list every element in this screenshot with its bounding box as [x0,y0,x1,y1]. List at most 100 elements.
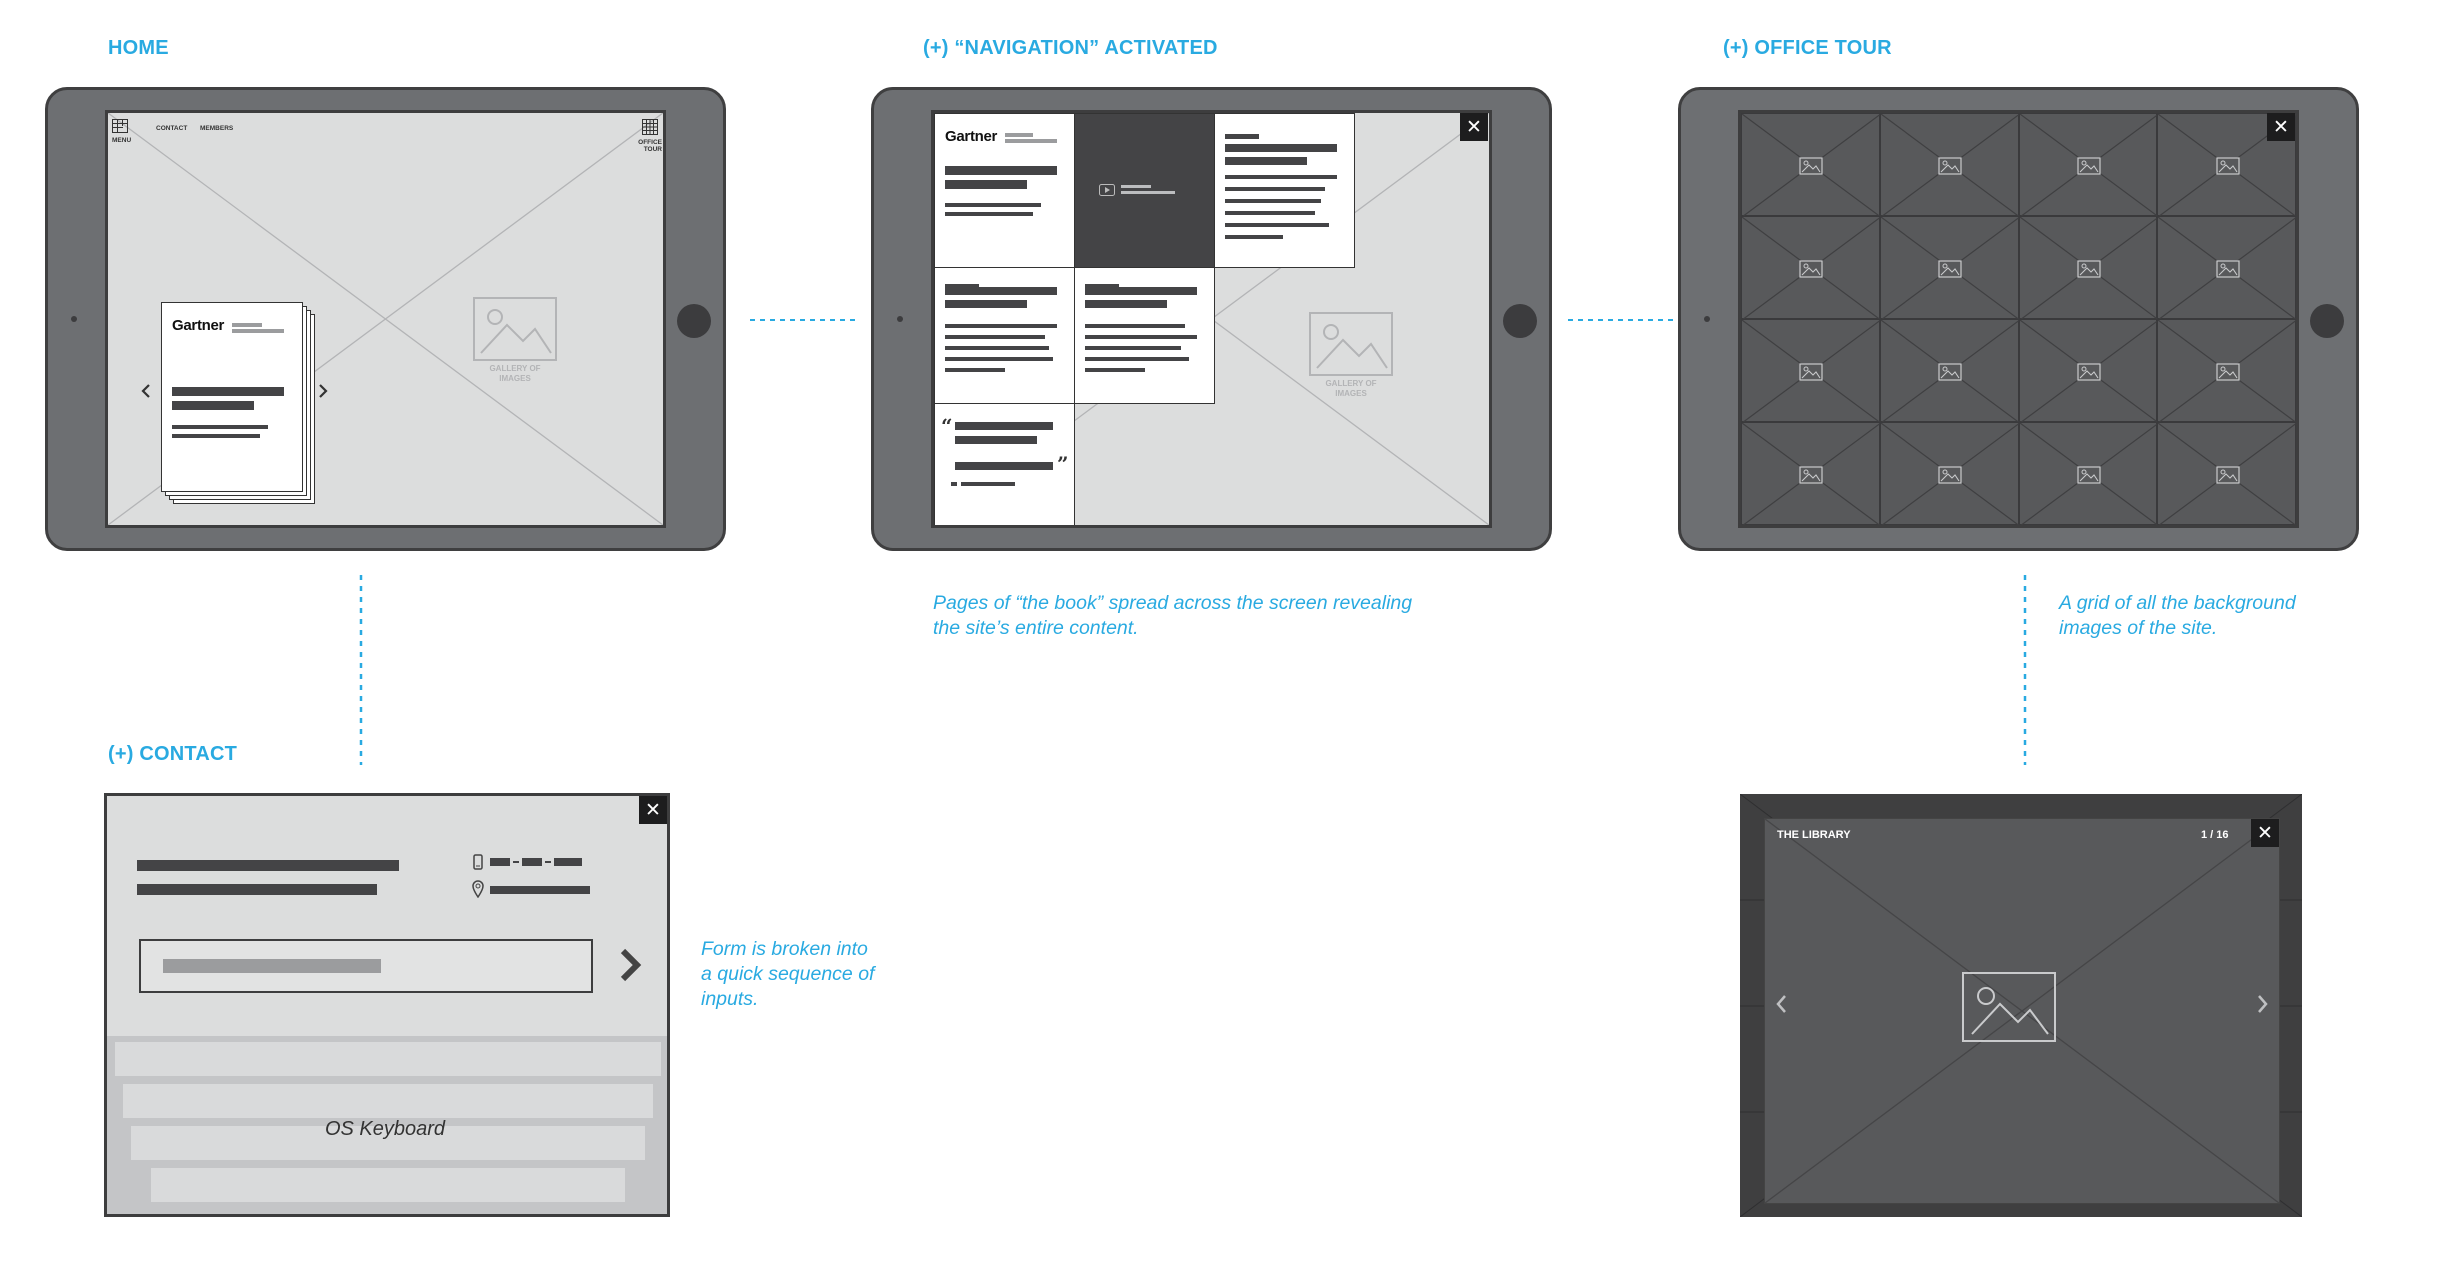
office-tour-grid: ✕ [1738,110,2299,528]
image-icon [2077,259,2101,278]
submit-chevron-icon[interactable] [619,948,643,982]
quote-open: “ [941,414,953,438]
tour-tile[interactable] [2018,319,2159,423]
tour-tile[interactable] [2157,216,2296,320]
camera-dot [71,316,77,322]
home-button[interactable] [677,304,711,338]
image-placeholder-icon [1962,972,2056,1042]
tour-tile[interactable] [2018,422,2159,525]
grid-icon[interactable] [642,119,658,135]
keyboard-row[interactable] [131,1126,645,1160]
caption-navigation-2: the site’s entire content. [933,617,1139,639]
tour-tile[interactable] [2157,113,2296,217]
nav-page-home[interactable]: Gartner [934,113,1075,268]
nav-page-services[interactable] [934,267,1075,404]
caption-navigation-1: Pages of “the book” spread across the sc… [933,592,1413,614]
text-bar [945,357,1053,361]
chevron-left-icon[interactable] [1775,995,1787,1013]
text-bar [1121,191,1175,194]
tour-tile[interactable] [2018,113,2159,217]
keyboard-row[interactable] [115,1042,661,1076]
home-button[interactable] [2310,304,2344,338]
text-bar [172,425,268,429]
chevron-left-icon[interactable] [141,384,151,398]
tour-tile[interactable] [2018,216,2159,320]
lightbox-screen: THE LIBRARY 1 / 16 ✕ [1740,794,2302,1217]
close-icon[interactable]: ✕ [1460,113,1488,141]
tour-tile[interactable] [1879,113,2020,217]
close-icon[interactable]: ✕ [2267,113,2295,141]
book-page[interactable]: Gartner [161,302,303,492]
close-icon[interactable]: ✕ [2251,819,2279,847]
nav-page-members[interactable] [1074,267,1215,404]
camera-dot [897,316,903,322]
text-bar [945,300,1027,308]
text-bar [1225,157,1307,165]
lightbox-counter: 1 / 16 [2201,829,2229,841]
placeholder-cross [1765,819,2279,1203]
caption-contact-1: Form is broken into [701,938,868,960]
text-bar [1225,199,1321,203]
tour-tile[interactable] [1879,216,2020,320]
book-logo: Gartner [172,317,225,334]
image-icon [1799,156,1823,175]
tour-tile[interactable] [1741,319,1881,423]
text-bar [945,287,1057,295]
gallery-label-2: IMAGES [1335,389,1367,398]
tour-tile[interactable] [1741,216,1881,320]
tour-tile[interactable] [2157,319,2296,423]
text-bar [945,212,1033,216]
tour-tile[interactable] [1879,422,2020,525]
chevron-right-icon[interactable] [318,384,328,398]
nav-members-link[interactable]: MEMBERS [200,125,234,132]
text-bar [1085,300,1167,308]
keyboard-row[interactable] [123,1084,653,1118]
chevron-right-icon[interactable] [2257,995,2269,1013]
image-icon [1799,465,1823,484]
connector-tour-lightbox [2023,575,2027,765]
text-bar [137,884,377,895]
nav-page-video[interactable] [1074,113,1215,268]
tour-tile[interactable] [2157,422,2296,525]
image-placeholder-icon [473,297,557,361]
text-bar [945,324,1057,328]
text-bar [1225,223,1329,227]
logo-sub-bar [1005,139,1057,143]
input-placeholder-bar [163,959,381,973]
image-icon [2216,465,2240,484]
nav-page-testimonial[interactable]: “ ” [934,403,1075,525]
text-bar [955,436,1037,444]
address-bar [490,886,590,894]
office-tour-label-1[interactable]: OFFICE [638,139,662,146]
section-title-navigation: (+) “NAVIGATION” ACTIVATED [923,37,1218,59]
office-tour-label-2[interactable]: TOUR [643,146,662,153]
keyboard-row[interactable] [151,1168,625,1202]
text-bar [1225,211,1315,215]
tour-tile[interactable] [1879,319,2020,423]
home-button[interactable] [1503,304,1537,338]
contact-input[interactable] [139,939,593,993]
nav-page-about[interactable] [1214,113,1355,268]
nav-contact-link[interactable]: CONTACT [156,125,188,132]
quote-close: ” [1057,452,1069,476]
close-icon[interactable]: ✕ [639,796,667,824]
text-bar [172,401,254,410]
tour-tile[interactable] [1741,113,1881,217]
tour-tile[interactable] [1741,422,1881,525]
image-icon [2216,259,2240,278]
image-icon [1938,156,1962,175]
gallery-label-1: GALLERY OF [1325,379,1377,388]
menu-icon[interactable] [112,119,128,133]
logo-sub-bar [232,323,262,327]
lightbox-title: THE LIBRARY [1777,829,1851,841]
connector-home-contact [359,575,363,765]
camera-dot [1704,316,1710,322]
image-icon [2077,465,2101,484]
image-icon [2216,156,2240,175]
image-placeholder-icon [1309,312,1393,376]
tablet-navigation: Gartner [871,87,1552,551]
text-bar [951,482,957,486]
logo-sub-bar [1005,133,1033,137]
os-keyboard[interactable]: OS Keyboard [107,1036,667,1214]
section-title-home: HOME [108,37,169,59]
